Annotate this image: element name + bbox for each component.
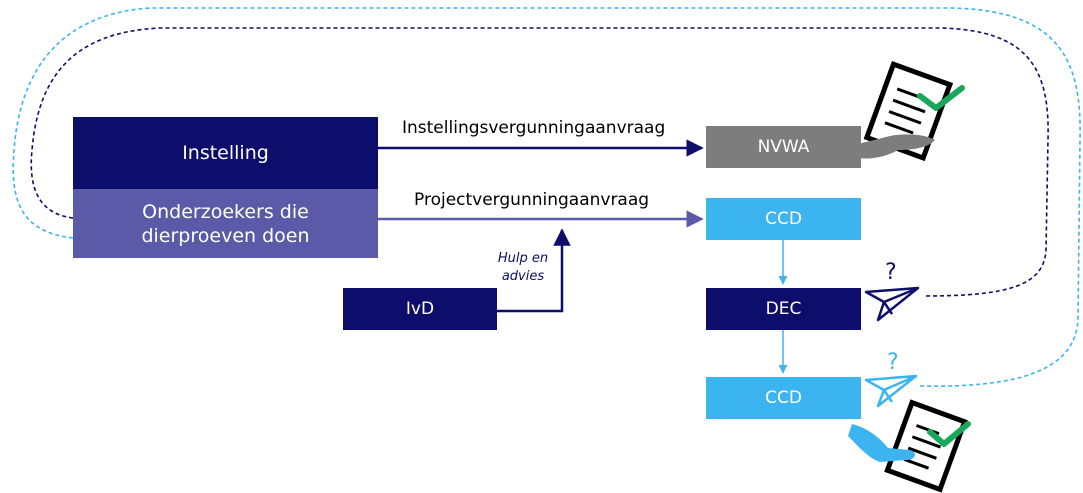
hand-icon bbox=[848, 424, 915, 462]
edge-label-projectvergunning: Projectvergunningaanvraag bbox=[414, 190, 650, 210]
edge-label-instellingsvergunning: Instellingsvergunningaanvraag bbox=[402, 118, 666, 138]
node-ccd-bottom: CCD bbox=[706, 377, 861, 419]
document-check-icon bbox=[884, 399, 968, 493]
check-icon bbox=[927, 421, 971, 447]
paper-plane-icon bbox=[864, 374, 918, 408]
arrow-ivd-help bbox=[497, 228, 571, 313]
check-icon bbox=[917, 85, 965, 111]
node-nvwa: NVWA bbox=[706, 126, 861, 168]
question-mark-icon: ? bbox=[885, 260, 897, 285]
node-ivd: IvD bbox=[343, 288, 497, 330]
paper-plane-icon bbox=[864, 286, 920, 322]
edge-label-hulp-advies: Hulp en advies bbox=[497, 251, 549, 284]
node-instelling: Instelling bbox=[73, 117, 378, 189]
hand-icon bbox=[858, 134, 935, 159]
node-onderzoekers: Onderzoekers die dierproeven doen bbox=[73, 189, 378, 258]
node-dec: DEC bbox=[706, 288, 861, 330]
node-ccd-top: CCD bbox=[706, 198, 861, 240]
dashed-loop-light-blue bbox=[12, 7, 1081, 387]
question-mark-icon: ? bbox=[887, 350, 899, 375]
